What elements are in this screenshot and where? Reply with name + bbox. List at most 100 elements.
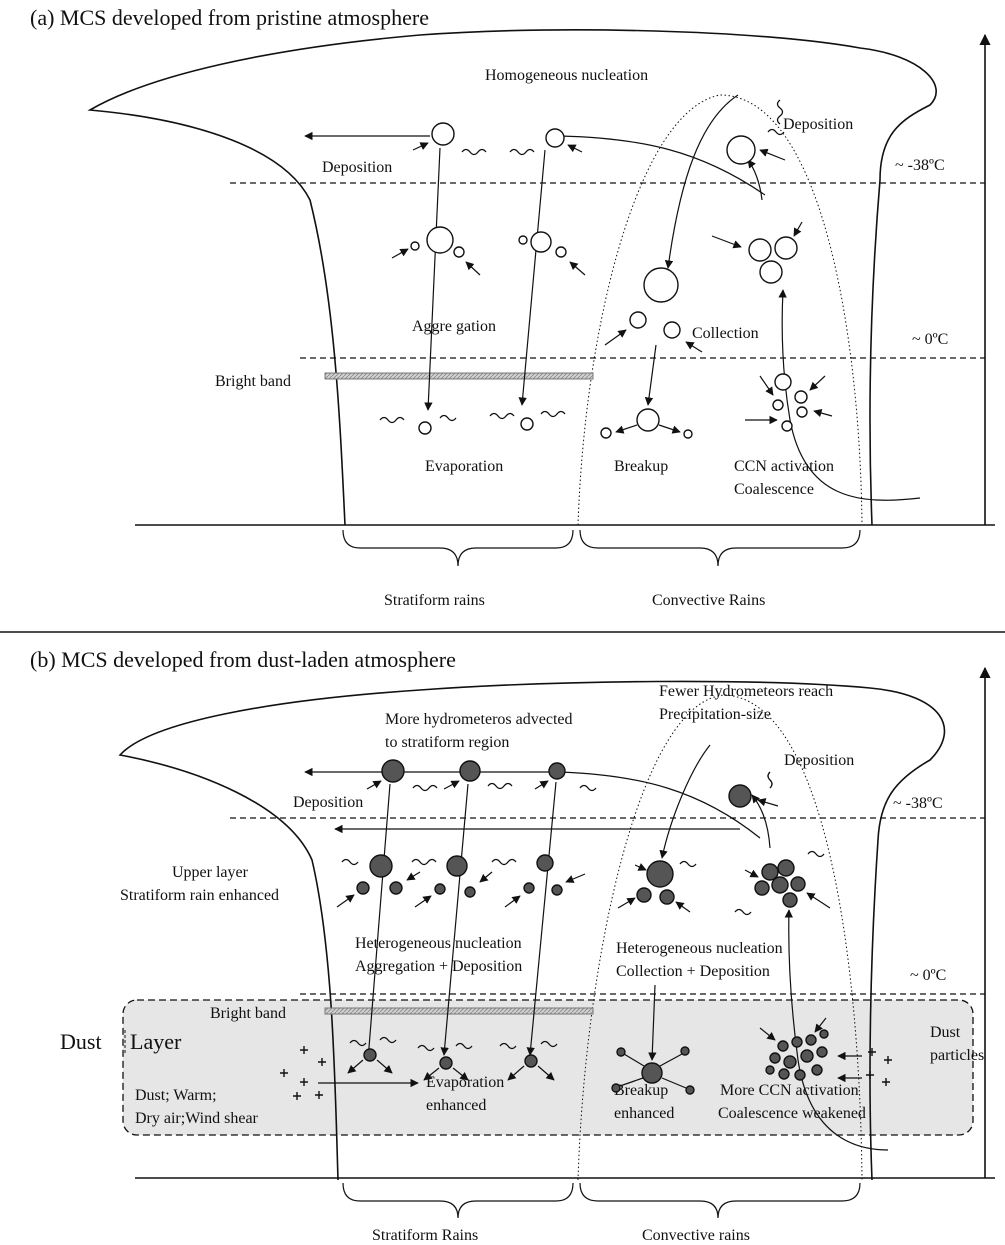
panel-a-breakup: Breakup [614,458,668,475]
panel-b-updraft-arrow [751,794,771,849]
panel-a-small-crystal [453,246,465,258]
panel-b-hydrometeor [782,892,798,908]
panel-a-deposition-left: Deposition [322,159,392,176]
panel-b-breakup-line2: enhanced [614,1105,674,1122]
panel-a-ccn-arrow [759,375,774,396]
panel-b-cloud-outline [118,680,946,1181]
panel-a-vapor-arrow [412,142,429,151]
panel-a-hydrometeor [759,260,783,284]
panel-a-outflow-path [559,135,766,196]
panel-b-evaporating-drop-group [499,1040,558,1081]
panel-a-bright-band-label: Bright band [215,373,291,390]
panel-b-temp-lower: ~ 0ºC [910,967,946,984]
panel-b-ice-crystal [548,762,566,780]
panel-b-snow-aggregate [536,854,554,872]
panel-b-fall-arrow [440,783,469,1056]
panel-b-hydrometeor [771,876,789,894]
panel-b-vapor-wiggle [341,858,359,866]
panel-a-convective-label: Convective Rains [652,592,765,609]
panel-a-convective-boundary [577,94,863,526]
panel-b-breakup-drop [641,1062,663,1084]
panel-a-stratiform-brace [342,529,574,567]
panel-b-convective-label: Convective rains [642,1227,750,1244]
panel-a-cloud-outline [87,29,937,526]
panel-a-ice-crystal [431,122,455,146]
panel-b-vapor-wiggle [807,850,825,858]
panel-a-aggregation: Aggre gation [412,318,496,335]
panel-b-hydrometeor [790,876,806,892]
panel-b-hydrometeor [636,887,652,903]
panel-a-vapor-wiggle [489,412,515,420]
panel-a-collection-arrow [604,329,627,346]
panel-b-ccn-line2: Coalescence weakened [718,1105,866,1122]
panel-b-vapor-wiggle [412,784,438,792]
panel-b-hydrometeor [777,859,795,877]
panel-b-vapor-wiggle [767,771,773,789]
panel-a-convective-brace [579,529,861,567]
panel-b-bright-band-label: Bright band [210,1005,286,1022]
panel-b-collection-arrow [634,863,647,871]
panel-b-evap-arrow [347,1059,364,1074]
panel-b-dust-word: Dust [60,1029,102,1054]
panel-b-vapor-arrow [757,798,779,807]
panel-b-dust-particles-line2: particles [930,1047,984,1064]
panel-a-collision-arrow [711,235,742,249]
panel-a-collision-arrow [793,221,803,237]
panel-a-bright-band [324,372,594,380]
panel-b-fall-arrow [648,984,657,1061]
panel-b-temp-upper: ~ -38ºC [893,795,943,812]
panel-b-collision-arrow [806,892,831,909]
panel-a-collision-arrow [465,261,481,276]
panel-b-evap-arrow [423,1067,440,1081]
panel-a-breakup-arrow [658,424,681,434]
panel-a-vapor-arrow [759,148,786,161]
panel-a-cloud-droplet [781,420,793,432]
panel-a-collection-arrow [685,341,703,353]
panel-a-collection: Collection [692,325,759,342]
panel-b-collection-arrow [675,901,691,913]
panel-a-vapor-wiggle [767,128,785,136]
panel-b-collision-arrow [414,895,432,908]
panel-a-vapor-wiggle [379,416,405,424]
panel-b-small-crystal [356,881,370,895]
panel-a-small-crystal [410,241,420,251]
panel-b-vapor-wiggle [411,858,437,866]
panel-a-vapor-wiggle [461,148,487,156]
panel-a-vapor-wiggle [439,414,457,422]
panel-a-large-hydrometeor [643,267,679,303]
panel-b-evap-arrow [507,1065,525,1081]
panel-a-vapor-wiggle [540,410,566,418]
panel-b-hydrometeor [659,889,675,905]
panel-b-ccn-droplet-cluster [765,1029,829,1081]
panel-a-rain-drop [418,421,432,435]
panel-b-ccn-arrow [814,1017,827,1033]
panel-b-small-crystal [523,882,535,894]
panel-a-hydrometeor [629,311,647,329]
panel-b-vapor-wiggle [734,908,752,916]
panel-b-rain-drop [439,1056,453,1070]
panel-b-breakup-line1: Breakup [614,1082,668,1099]
panel-b-ice-crystal [459,760,481,782]
panel-a-cloud-droplet [796,406,808,418]
panel-b-collision-arrow [479,871,493,883]
panel-a-hydrometeor [774,236,798,260]
panel-b-snow-aggregate [446,855,468,877]
panel-a-snow-aggregate [426,226,454,254]
panel-a-cloud-droplet [772,399,784,411]
panel-b-title: (b) MCS developed from dust-laden atmosp… [30,647,456,672]
panel-b-small-crystal [551,884,563,896]
panel-a-evaporation: Evaporation [425,458,503,475]
panel-b-collision-arrow [504,895,521,908]
panel-b-evap-arrow [376,1059,393,1074]
panel-b-vapor-wiggle [487,782,513,790]
panel-a-small-crystal [555,246,567,258]
panel-a-snow-aggregate [530,231,552,253]
panel-b-vapor-wiggle [379,1036,397,1044]
panel-b-vapor-wiggle [417,1044,435,1052]
panel-b-dust-particles-right [866,1048,892,1086]
panel-b-vapor-wiggle [455,1042,473,1050]
panel-b-collection-arrow [617,897,636,909]
panel-b-rain-drop [524,1054,538,1068]
panel-b-bright-band [324,1007,594,1015]
panel-b-ice-crystal [381,759,405,783]
